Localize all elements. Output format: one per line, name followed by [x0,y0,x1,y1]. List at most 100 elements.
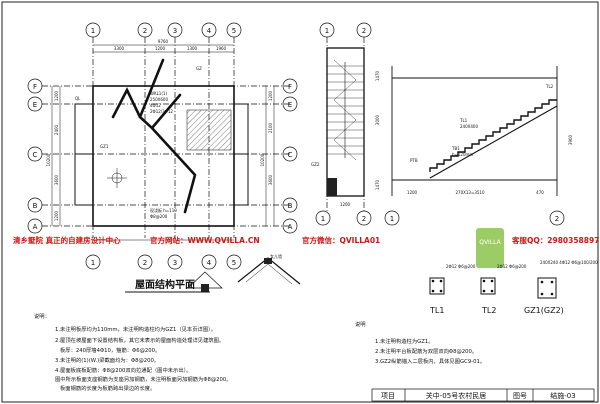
notes-left-line-6: 图中所示板面支座钢筋为支座另加钢筋，未注明板面另加钢筋为Φ8@200。 [55,375,232,383]
label-gz: GZ [196,66,202,71]
stair-arrow-path [333,59,357,161]
notes-left-line-4: 3.未注明的(1)(W.)梁截面均为：Φ8@200。 [55,356,159,364]
column-gz2 [327,178,337,196]
parapet-detail: 女儿墙 [237,253,301,285]
tb-project-name: 关中-05号农村民居 [426,391,486,400]
tb-project-label: 项目 [381,392,395,400]
watermark-banner: 清乡墅院 真正的自建房设计中心 官方网站：WWW.QVILLA.CN 官方微信：… [13,235,599,245]
label-beam: WKL1(1) [150,91,167,96]
label-slab-2: Φ8@200 [150,214,168,219]
stair-axis-1: 1 [325,27,329,35]
dim-top-overall: 9760 [158,39,169,44]
hatched-opening [186,109,232,151]
side-dimension-lines [51,86,275,226]
label-ql: QL [75,96,81,101]
dim-top-seg-4: 1960 [216,46,227,51]
axis-right-C: C [288,151,293,159]
dim-right-overall: 10200 [260,153,265,166]
notes-right: 说明 1.未注明构造柱为GZ1。 2.未注明平台板配筋为双层双向Φ8@200。 … [355,320,485,365]
stair-plan: 1 2 GZ2 1470 3000 1470 1200 1 2 [311,22,380,226]
axis-left-E: E [33,101,37,109]
axis-top-2: 2 [143,27,147,35]
axis-bottom-4: 4 [207,259,212,267]
axis-top-4: 4 [207,27,212,35]
roof-structure-plan: 1 2 3 4 5 9760 3300 1200 1300 1960 F E C… [27,22,298,270]
stair-slab [429,105,558,179]
axis-bottom-3: 3 [173,259,177,267]
section-label-2: 240X400 [460,124,478,129]
axis-left-A: A [33,223,38,231]
label-beam-3: 4Φ12 [150,103,161,108]
axis-bottom-2: 2 [143,259,147,267]
tb-drawing-no-label: 图号 [513,392,527,400]
notes-left-line-2: 2.屋顶在坡屋面下设置结构板，其它未表示的屋面构造处理详见建筑图。 [55,336,224,344]
dim-left-seg-2: 2400 [54,124,59,135]
section-mark [107,168,127,188]
axis-bottom-5: 5 [232,259,236,267]
notes-left-heading: 说明： [34,312,50,320]
banner-qq: 客服QQ：2980358897 [511,235,599,245]
stair-dim-3: 1470 [375,179,380,190]
tl1-rebar: 2Φ12 Φ6@200 [446,264,476,269]
axis-right-F: F [288,83,292,91]
stair-axis-bottom-2: 2 [362,215,366,223]
section-dim-left: 1200 [407,190,418,195]
notes-right-heading: 说明 [355,320,366,328]
axis-top-1: 1 [91,27,95,35]
parapet-label: 女儿墙 [270,253,282,259]
section-name-tl1: TL1 [429,306,444,315]
section-label-3: TB1 [451,146,460,151]
notes-left-line-7: 板面钢筋的长度为板筋跨出梁边的长度。 [60,384,155,392]
axis-right-B: B [288,202,293,210]
axis-left-C: C [33,151,38,159]
axis-right-A: A [288,223,293,231]
axis-right-E: E [288,101,292,109]
label-beam-2: 250X600 [150,97,168,102]
notes-right-line-2: 2.未注明平台板配筋为双层双向Φ8@200。 [375,347,477,355]
section-name-gz1: GZ1(GZ2) [524,306,564,315]
dim-left-seg-3: 3600 [54,174,59,185]
notes-right-line-1: 1.未注明构造柱为GZ1。 [375,337,434,345]
stair-treads [327,65,364,155]
section-name-tl2: TL2 [481,306,496,315]
tl2-rebar: 2Φ12 Φ6@200 [497,264,527,269]
banner-website: 官方网站：WWW.QVILLA.CN [150,235,260,245]
banner-company: 清乡墅院 真正的自建房设计中心 [13,235,121,245]
beam-sections: 2Φ12 Φ6@200 2Φ12 Φ6@200 240X240 4Φ12 Φ6@… [429,260,598,315]
axis-left-B: B [33,202,38,210]
label-slab: 现浇板 h=110 [150,207,177,213]
notes-left: 说明： 1.未注明板厚均为110mm，未注明构造柱均为GZ1（见本页详图）。 2… [34,312,232,392]
label-gz2: GZ2 [311,162,320,167]
section-label-1: TL1 [459,118,468,123]
stair-axis-bottom-1: 1 [321,215,325,223]
top-dimension-lines [93,44,234,53]
dim-right-seg-2: 2100 [268,122,273,133]
axis-left-F: F [33,83,37,91]
dim-top-seg-3: 1300 [187,46,198,51]
section-axis-1: 1 [390,215,394,223]
section-label-6: PTB [410,158,418,163]
bottom-axis-bubbles [85,225,242,270]
dim-right-seg-3: 3600 [268,174,273,185]
plan-title: 屋面结构平面 [135,278,195,291]
section-dim-bottom: 270X13=3510 [456,190,485,195]
stair-axis-2: 2 [362,27,366,35]
dim-top-seg-1: 3300 [114,46,125,51]
dim-left-seg-1: 1200 [54,90,59,101]
notes-left-line-3: 板厚：240厚墙4Φ10，箍筋：Φ6@200。 [60,346,160,354]
label-col: GZ1 [100,144,109,149]
notes-left-line-5: 4.屋面板底板配筋：Φ8@200双向拉通配（图中未示出）。 [55,366,192,374]
stair-dim-2: 3000 [375,114,380,125]
gz1-rebar: 240X240 4Φ12 Φ6@100/200 [540,260,598,265]
notes-left-line-1: 1.未注明板厚均为110mm，未注明构造柱均为GZ1（见本页详图）。 [55,325,216,333]
section-dim-height: 3900 [568,134,573,145]
axis-bottom-1: 1 [91,259,95,267]
notes-right-line-3: 3.GZ2纵筋锚入二层板内，具体见图GC9-01。 [375,357,485,365]
dim-left-overall: 10200 [46,153,51,166]
qvilla-logo: QVILLA [476,228,504,268]
axis-top-5: 5 [232,27,236,35]
tb-drawing-no: 结施-03 [550,391,575,400]
dim-left-seg-4: 1200 [54,210,59,221]
